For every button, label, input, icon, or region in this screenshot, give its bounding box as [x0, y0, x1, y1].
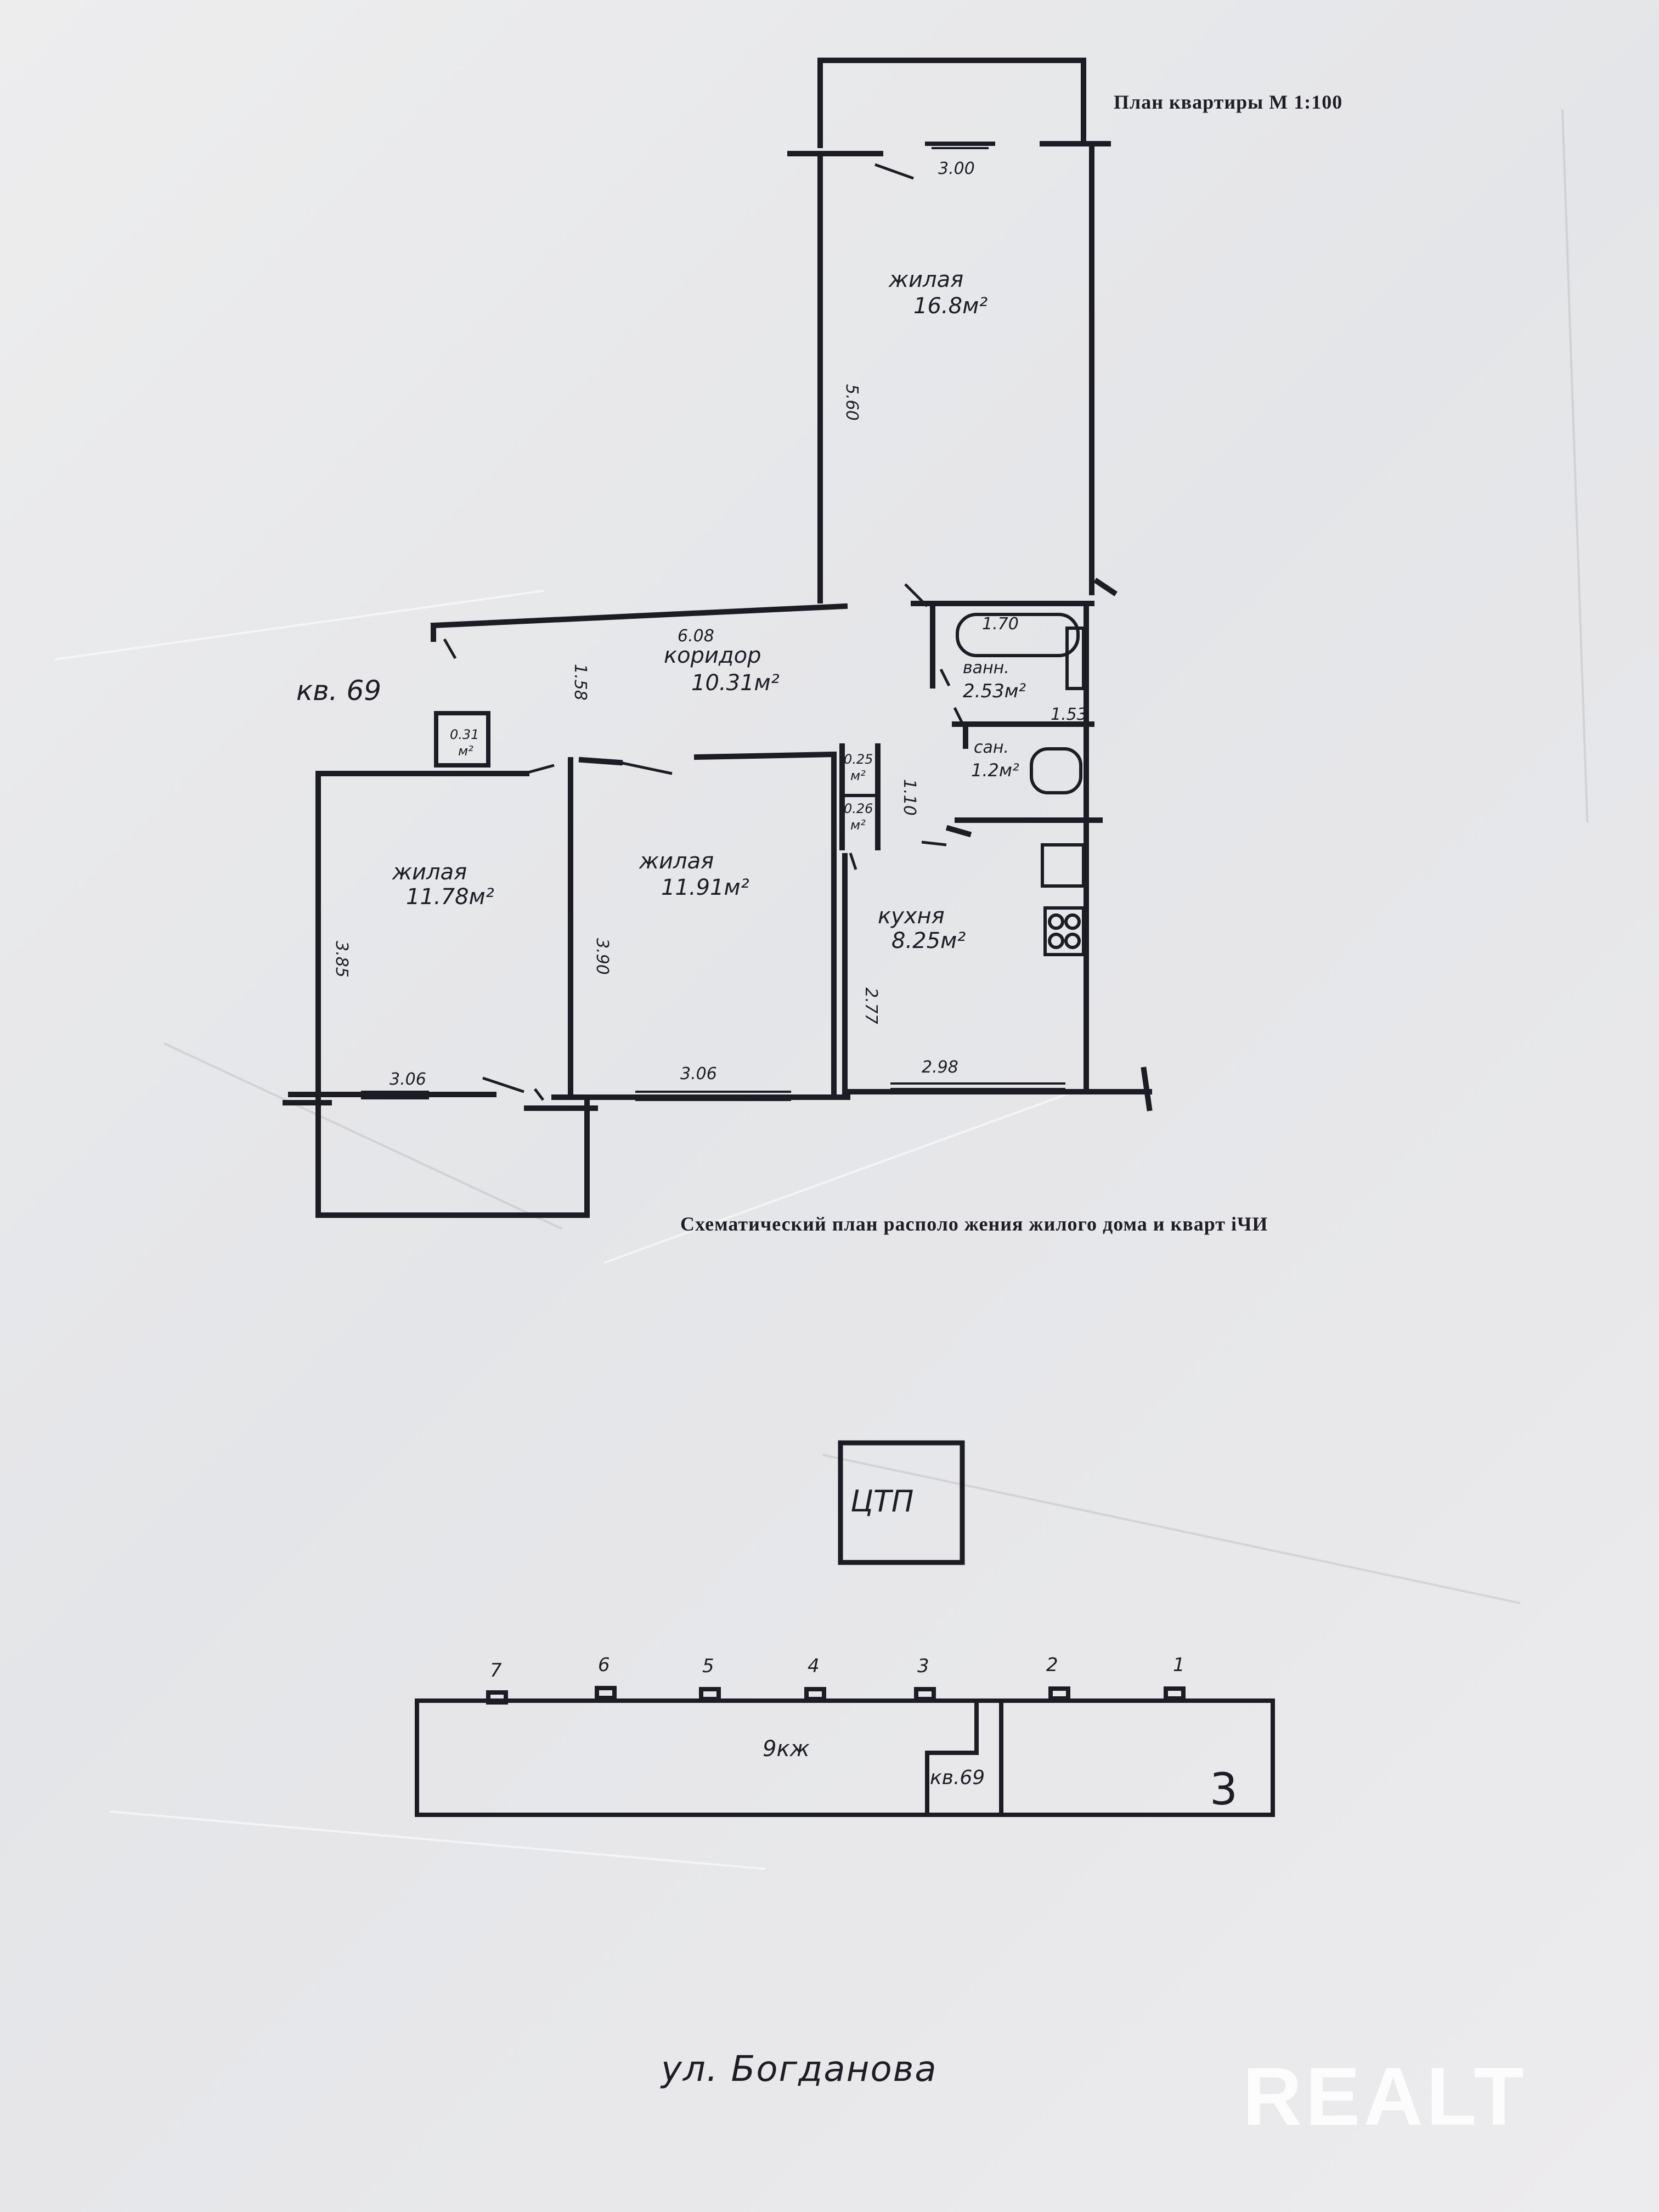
building-outline: [415, 1699, 1275, 1817]
room-name-toilet: сан.: [974, 738, 1009, 757]
dim-kitchen-length: 2.77: [861, 988, 881, 1024]
room-area-living-left: 11.78м²: [406, 884, 494, 910]
dim-corridor-width: 1.58: [571, 664, 590, 701]
dim-left-length: 3.85: [332, 941, 351, 978]
bathtub: [956, 613, 1080, 657]
sink-fixture: [1041, 843, 1085, 888]
closet3-unit: м²: [850, 817, 866, 833]
closet1-unit: м²: [458, 743, 473, 759]
plan-title: План квартиры М 1:100: [1114, 91, 1343, 113]
room-name-bath: ванн.: [963, 658, 1009, 678]
entrance-number: 5: [702, 1655, 714, 1677]
room-area-corridor: 10.31м²: [691, 670, 780, 696]
room-area-kitchen: 8.25м²: [891, 928, 966, 953]
closet1-area: 0.31: [450, 727, 479, 742]
toilet-fixture: [1030, 747, 1082, 794]
scheme-title: Схематический план располо жения жилого …: [680, 1213, 1268, 1235]
dim-top-length: 5.60: [842, 384, 861, 421]
room-name-living-top: жилая: [889, 267, 964, 292]
dim-left-width: 3.06: [390, 1070, 426, 1089]
dim-mid-width: 3.06: [680, 1064, 717, 1084]
closet3-area: 0.26: [844, 801, 873, 816]
dim-corridor-length: 6.08: [678, 627, 714, 646]
balcony-top-wall: [817, 58, 1086, 145]
corridor-top-wall: [430, 603, 848, 629]
section-number: 3: [1210, 1764, 1238, 1815]
entrance-number: 1: [1173, 1654, 1185, 1676]
street-label: ул. Богданова: [661, 2049, 938, 2090]
entrance-number: 7: [490, 1660, 502, 1681]
dim-closet-depth: 1.10: [900, 779, 919, 816]
balcony-bottom: [315, 1097, 590, 1218]
room-area-toilet: 1.2м²: [971, 760, 1019, 781]
building-label: 9кж: [763, 1736, 810, 1762]
apartment-label: кв. 69: [296, 675, 382, 707]
room-name-living-left: жилая: [392, 860, 467, 885]
entrance-number: 3: [917, 1655, 929, 1677]
entrance-number: 4: [808, 1655, 820, 1677]
apartment-marker: кв.69: [930, 1767, 985, 1789]
ctp-label: ЦТП: [850, 1484, 914, 1519]
room-name-living-mid: жилая: [639, 849, 714, 874]
closet2-unit: м²: [850, 768, 866, 783]
dim-kitchen-width: 2.98: [922, 1058, 958, 1077]
dim-bath-width: 1.70: [982, 614, 1019, 634]
realt-watermark: REALT: [1243, 2050, 1527, 2142]
closet2-area: 0.25: [844, 752, 873, 767]
dim-bath-depth: 1.53: [1051, 705, 1087, 724]
room-area-living-mid: 11.91м²: [661, 875, 749, 900]
entrance-number: 6: [598, 1654, 610, 1676]
room-name-corridor: коридор: [664, 643, 761, 668]
ctp-box: [838, 1440, 965, 1565]
room-name-kitchen: кухня: [878, 904, 945, 929]
room-area-bath: 2.53м²: [963, 680, 1026, 702]
entrance-number: 2: [1046, 1654, 1058, 1676]
dim-top-width: 3.00: [938, 159, 975, 178]
stove-fixture: [1043, 906, 1085, 956]
room-area-living-top: 16.8м²: [913, 294, 988, 319]
dim-mid-length: 3.90: [592, 938, 612, 975]
